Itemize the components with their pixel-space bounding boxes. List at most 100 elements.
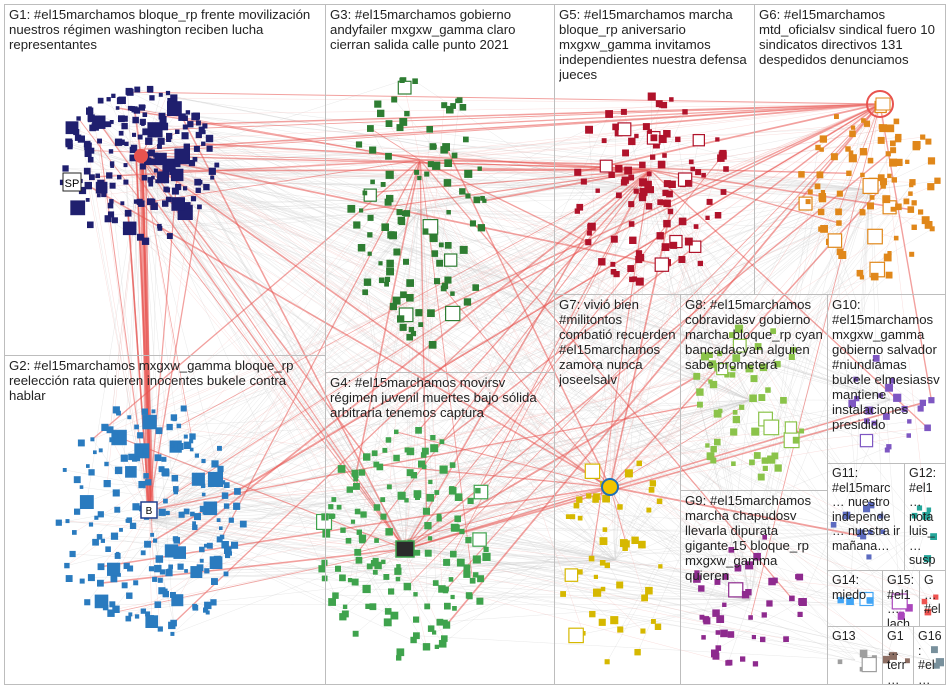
graph-node[interactable] <box>321 513 329 521</box>
graph-node[interactable] <box>783 636 789 643</box>
graph-node[interactable] <box>204 601 212 610</box>
graph-node[interactable] <box>172 536 179 542</box>
graph-node[interactable] <box>459 103 467 111</box>
graph-node[interactable] <box>331 497 337 502</box>
graph-node[interactable] <box>194 453 200 458</box>
graph-node[interactable] <box>658 564 663 569</box>
graph-node[interactable] <box>117 97 123 102</box>
graph-node[interactable] <box>383 573 390 580</box>
graph-node[interactable] <box>417 175 422 181</box>
graph-node[interactable] <box>434 278 441 285</box>
graph-node[interactable] <box>877 136 885 144</box>
graph-node[interactable] <box>693 372 701 380</box>
graph-node[interactable] <box>833 114 839 119</box>
graph-node[interactable] <box>436 259 444 267</box>
graph-node[interactable] <box>568 627 584 644</box>
graph-node[interactable] <box>842 511 851 520</box>
graph-node[interactable] <box>669 97 674 102</box>
graph-node[interactable] <box>663 180 671 188</box>
graph-node[interactable] <box>204 568 210 574</box>
graph-node[interactable] <box>404 498 409 503</box>
graph-node[interactable] <box>646 507 652 513</box>
graph-node[interactable] <box>455 98 460 104</box>
graph-node[interactable] <box>124 141 129 147</box>
graph-node[interactable] <box>185 110 191 115</box>
graph-node[interactable] <box>137 134 143 140</box>
graph-node[interactable] <box>584 463 601 480</box>
graph-node[interactable] <box>352 630 359 637</box>
graph-node[interactable] <box>628 201 635 208</box>
graph-node[interactable] <box>171 197 185 211</box>
graph-node[interactable] <box>126 592 133 599</box>
graph-node[interactable] <box>586 230 592 236</box>
graph-node[interactable] <box>750 375 758 383</box>
graph-node[interactable] <box>605 110 613 118</box>
graph-node[interactable] <box>867 501 875 509</box>
graph-node[interactable] <box>158 508 166 516</box>
graph-node[interactable] <box>432 161 441 170</box>
graph-node[interactable] <box>722 573 729 580</box>
graph-node[interactable] <box>176 442 184 450</box>
graph-node[interactable] <box>638 194 647 202</box>
graph-node[interactable] <box>367 232 373 238</box>
graph-node[interactable] <box>710 649 719 658</box>
graph-node[interactable] <box>895 203 902 211</box>
graph-node[interactable] <box>862 177 879 194</box>
graph-node[interactable] <box>173 546 186 559</box>
graph-node[interactable] <box>135 456 141 462</box>
graph-node[interactable] <box>920 134 926 140</box>
graph-node[interactable] <box>378 261 383 266</box>
graph-node[interactable] <box>906 433 911 438</box>
graph-node[interactable] <box>889 140 896 147</box>
graph-node[interactable] <box>924 608 932 616</box>
graph-node[interactable] <box>912 141 921 150</box>
graph-node[interactable] <box>465 536 472 544</box>
graph-node[interactable] <box>195 187 201 193</box>
graph-node[interactable] <box>110 575 118 583</box>
graph-node[interactable] <box>846 170 852 176</box>
graph-node[interactable] <box>629 236 637 244</box>
graph-node[interactable] <box>642 123 650 131</box>
graph-node[interactable] <box>836 190 843 197</box>
graph-node[interactable] <box>587 223 593 230</box>
graph-node[interactable] <box>862 505 871 513</box>
graph-node[interactable] <box>103 479 111 488</box>
graph-node[interactable] <box>157 626 163 632</box>
graph-node[interactable] <box>449 462 456 468</box>
graph-node[interactable] <box>413 616 420 623</box>
graph-node[interactable] <box>133 580 139 586</box>
graph-node[interactable] <box>690 166 696 172</box>
graph-node[interactable] <box>406 279 414 287</box>
graph-node[interactable] <box>209 556 223 569</box>
graph-node[interactable] <box>145 137 153 145</box>
graph-node[interactable] <box>428 479 433 485</box>
graph-node[interactable] <box>163 498 168 504</box>
graph-node[interactable] <box>210 175 215 180</box>
graph-node[interactable] <box>129 522 137 529</box>
graph-node[interactable] <box>396 124 404 132</box>
graph-node[interactable] <box>857 529 865 537</box>
graph-node[interactable] <box>450 594 455 600</box>
graph-node[interactable] <box>620 108 627 115</box>
graph-node[interactable] <box>339 574 346 582</box>
graph-node[interactable] <box>838 251 847 260</box>
graph-node[interactable] <box>55 519 62 526</box>
graph-node[interactable] <box>477 224 485 232</box>
graph-node[interactable] <box>211 460 219 468</box>
graph-node[interactable] <box>593 574 599 580</box>
graph-node[interactable] <box>360 511 367 518</box>
graph-node[interactable] <box>709 380 718 389</box>
graph-node[interactable] <box>636 460 642 467</box>
graph-node[interactable] <box>789 595 795 602</box>
graph-node[interactable] <box>84 599 91 606</box>
graph-node[interactable] <box>87 221 94 229</box>
graph-node[interactable] <box>121 122 128 130</box>
graph-node[interactable] <box>477 575 485 583</box>
graph-node[interactable] <box>757 473 765 481</box>
graph-node[interactable] <box>131 106 138 113</box>
graph-node[interactable] <box>123 163 128 168</box>
graph-node[interactable] <box>388 588 395 595</box>
graph-node[interactable] <box>865 406 874 415</box>
graph-node[interactable] <box>459 528 465 535</box>
graph-node[interactable] <box>362 584 371 594</box>
